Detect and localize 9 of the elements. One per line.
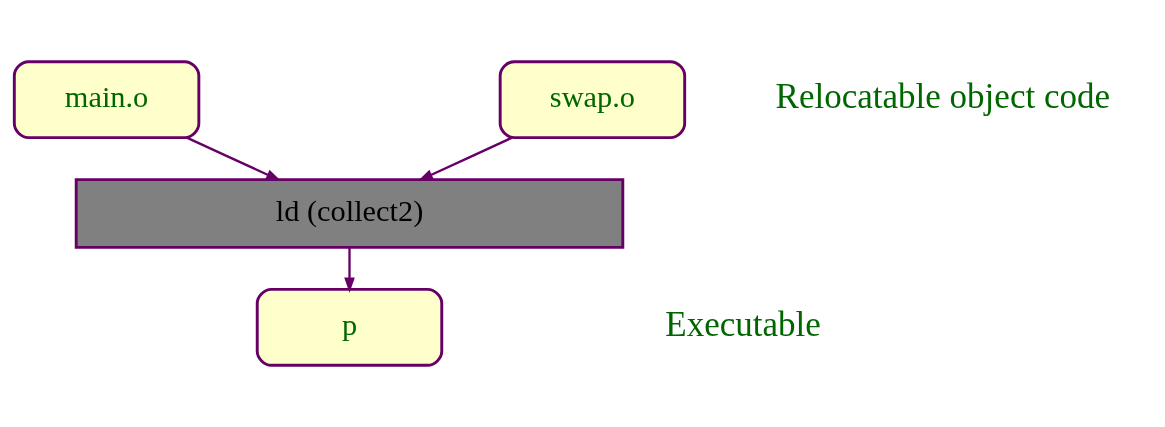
node-box: p [255,287,444,367]
arrow [344,247,355,293]
label: Relocatable object code [775,77,1111,117]
arrow [186,136,282,181]
node-box: swap.o [498,60,687,140]
node-box: ld (collect2) [74,178,625,249]
label: Executable [665,305,821,345]
arrow [417,136,513,181]
node-box: main.o [12,60,201,140]
